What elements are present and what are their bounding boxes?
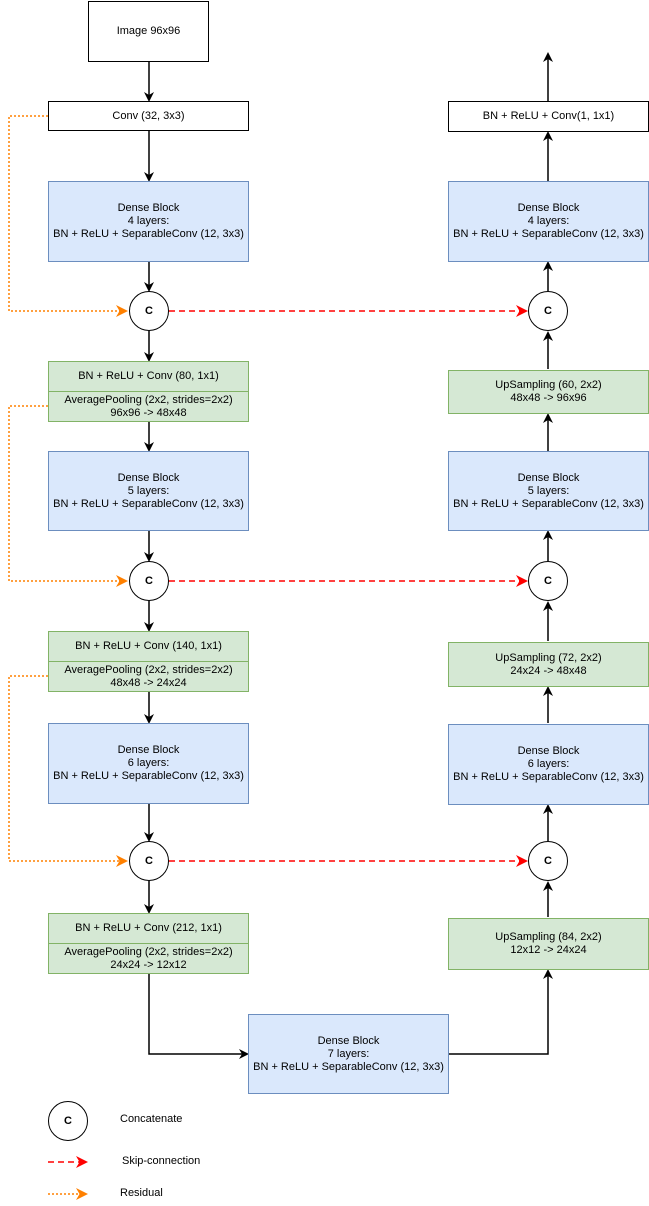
concat-label: C	[145, 305, 153, 317]
encoder-dense-block-2: Dense Block 5 layers: BN + ReLU + Separa…	[48, 451, 249, 531]
decoder-arrows	[449, 52, 553, 1055]
bottleneck-dense-block: Dense Block 7 layers: BN + ReLU + Separa…	[248, 1014, 449, 1094]
dense-block-title: Dense Block	[117, 744, 180, 756]
transition-conv-label: BN + ReLU + Conv (140, 1x1)	[75, 640, 222, 652]
encoder-arrows	[144, 62, 249, 1059]
dense-block-op: BN + ReLU + SeparableConv (12, 3x3)	[53, 770, 244, 782]
dense-block-layers: 6 layers:	[527, 758, 570, 770]
concat-label: C	[544, 305, 552, 317]
dense-block-op: BN + ReLU + SeparableConv (12, 3x3)	[453, 497, 644, 510]
upsampling-size-label: 48x48 -> 96x96	[510, 392, 587, 404]
upsampling-label: UpSampling (60, 2x2)	[495, 379, 602, 391]
dense-block-op: BN + ReLU + SeparableConv (12, 3x3)	[453, 228, 644, 240]
transition-size-label: 96x96 -> 48x48	[110, 406, 187, 419]
encoder-concat-1: C	[129, 291, 169, 331]
legend-skip-label: Skip-connection	[122, 1155, 201, 1167]
encoder-conv-node: Conv (32, 3x3)	[48, 101, 249, 131]
transition-size-label: 48x48 -> 24x24	[110, 676, 187, 689]
transition-conv-label: BN + ReLU + Conv (80, 1x1)	[78, 370, 219, 382]
output-conv-label: BN + ReLU + Conv(1, 1x1)	[482, 110, 615, 122]
residual-connections	[8, 115, 128, 867]
dense-block-op: BN + ReLU + SeparableConv (12, 3x3)	[253, 1060, 444, 1073]
decoder-dense-block-2: Dense Block 5 layers: BN + ReLU + Separa…	[448, 451, 649, 531]
transition-conv-label: BN + ReLU + Conv (212, 1x1)	[75, 922, 222, 934]
dense-block-layers: 6 layers:	[127, 757, 170, 769]
transition-pool-label: AveragePooling (2x2, strides=2x2)	[64, 945, 233, 958]
dense-block-op: BN + ReLU + SeparableConv (12, 3x3)	[53, 228, 244, 240]
dense-block-title: Dense Block	[317, 1034, 380, 1047]
concat-label: C	[544, 575, 552, 587]
encoder-transition-1: BN + ReLU + Conv (80, 1x1) AveragePoolin…	[48, 361, 249, 422]
decoder-concat-3: C	[528, 841, 568, 881]
legend-residual-label: Residual	[120, 1187, 163, 1199]
encoder-transition-2: BN + ReLU + Conv (140, 1x1) AveragePooli…	[48, 631, 249, 692]
decoder-concat-1: C	[528, 291, 568, 331]
transition-pool: AveragePooling (2x2, strides=2x2) 96x96 …	[48, 391, 249, 422]
decoder-output-conv-node: BN + ReLU + Conv(1, 1x1)	[448, 101, 649, 132]
transition-conv: BN + ReLU + Conv (140, 1x1)	[48, 631, 249, 662]
encoder-conv-label: Conv (32, 3x3)	[112, 109, 185, 122]
decoder-dense-block-1: Dense Block 4 layers: BN + ReLU + Separa…	[448, 181, 649, 262]
encoder-concat-3: C	[129, 841, 169, 881]
legend-concat-symbol: C	[64, 1115, 72, 1127]
legend-concat-label: Concatenate	[120, 1113, 183, 1125]
encoder-concat-2: C	[129, 561, 169, 601]
input-image-node: Image 96x96	[88, 1, 209, 62]
upsampling-size-label: 24x24 -> 48x48	[510, 664, 587, 677]
concat-label: C	[145, 575, 153, 587]
dense-block-layers: 5 layers:	[127, 484, 170, 497]
transition-pool: AveragePooling (2x2, strides=2x2) 48x48 …	[48, 661, 249, 692]
transition-conv: BN + ReLU + Conv (212, 1x1)	[48, 913, 249, 944]
dense-block-op: BN + ReLU + SeparableConv (12, 3x3)	[453, 771, 644, 783]
decoder-upsampling-2: UpSampling (72, 2x2) 24x24 -> 48x48	[448, 642, 649, 687]
upsampling-size-label: 12x12 -> 24x24	[510, 944, 587, 956]
dense-block-layers: 5 layers:	[527, 484, 570, 497]
transition-pool-label: AveragePooling (2x2, strides=2x2)	[64, 393, 233, 406]
input-image-label: Image 96x96	[116, 25, 181, 37]
concat-label: C	[544, 855, 552, 867]
dense-block-title: Dense Block	[517, 745, 580, 757]
upsampling-label: UpSampling (84, 2x2)	[495, 931, 602, 943]
dense-block-title: Dense Block	[517, 471, 580, 484]
dense-block-layers: 7 layers:	[327, 1047, 370, 1060]
encoder-dense-block-3: Dense Block 6 layers: BN + ReLU + Separa…	[48, 723, 249, 804]
transition-conv: BN + ReLU + Conv (80, 1x1)	[48, 361, 249, 392]
transition-pool: AveragePooling (2x2, strides=2x2) 24x24 …	[48, 943, 249, 974]
transition-size-label: 24x24 -> 12x12	[110, 958, 187, 971]
encoder-transition-3: BN + ReLU + Conv (212, 1x1) AveragePooli…	[48, 913, 249, 974]
transition-pool-label: AveragePooling (2x2, strides=2x2)	[64, 663, 233, 676]
decoder-upsampling-3: UpSampling (84, 2x2) 12x12 -> 24x24	[448, 918, 649, 970]
decoder-upsampling-1: UpSampling (60, 2x2) 48x48 -> 96x96	[448, 370, 649, 414]
encoder-dense-block-1: Dense Block 4 layers: BN + ReLU + Separa…	[48, 181, 249, 262]
dense-block-title: Dense Block	[517, 202, 580, 214]
dense-block-title: Dense Block	[117, 471, 180, 484]
upsampling-label: UpSampling (72, 2x2)	[495, 651, 602, 664]
dense-block-op: BN + ReLU + SeparableConv (12, 3x3)	[53, 497, 244, 510]
dense-block-title: Dense Block	[117, 202, 180, 214]
concat-label: C	[145, 855, 153, 867]
decoder-dense-block-3: Dense Block 6 layers: BN + ReLU + Separa…	[448, 724, 649, 805]
decoder-concat-2: C	[528, 561, 568, 601]
dense-block-layers: 4 layers:	[527, 215, 570, 227]
dense-block-layers: 4 layers:	[127, 215, 170, 227]
legend-concat-circle: C	[48, 1101, 88, 1141]
